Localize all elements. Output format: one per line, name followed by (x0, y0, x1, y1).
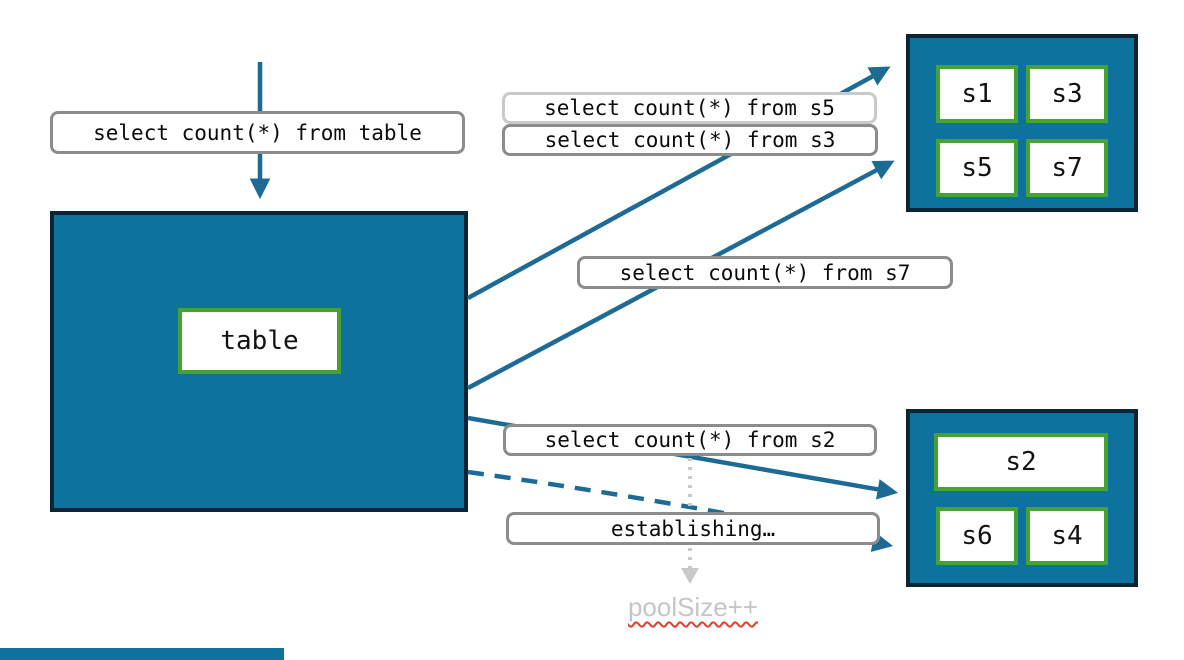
shard-label-s3: s3 (1051, 79, 1083, 109)
shard-label-s7: s7 (1051, 153, 1083, 183)
shard-cell-s3: s3 (1026, 65, 1108, 123)
query-label-from-s5: select count(*) from s5 (502, 92, 877, 124)
shard-label-s4: s4 (1051, 521, 1083, 551)
shard-label-s2: s2 (1005, 447, 1037, 477)
shard-cell-s5: s5 (936, 139, 1018, 197)
dotted-arrowhead (681, 568, 699, 584)
query-text-from-table: select count(*) from table (93, 120, 422, 145)
table-label: table (220, 326, 299, 356)
query-text-from-s2: select count(*) from s2 (544, 428, 836, 452)
pool-size-text: poolSize++ (627, 592, 759, 622)
shard-cell-s4: s4 (1026, 507, 1108, 565)
shard-label-s1: s1 (961, 79, 993, 109)
query-text-from-s7: select count(*) from s7 (619, 260, 911, 285)
slide-accent-bar (0, 648, 284, 660)
query-text-from-s3: select count(*) from s3 (544, 128, 836, 152)
shard-cell-s2: s2 (934, 433, 1108, 491)
query-label-from-table: select count(*) from table (50, 111, 465, 154)
shard-cell-s6: s6 (936, 507, 1018, 565)
query-text-establishing: establishing… (610, 516, 776, 541)
shard-label-s6: s6 (961, 521, 993, 551)
query-label-establishing: establishing… (506, 512, 880, 545)
table-cell: table (178, 308, 341, 374)
query-label-from-s3: select count(*) from s3 (502, 124, 878, 156)
pool-size-note: poolSize++ (598, 592, 788, 623)
query-label-from-s2: select count(*) from s2 (503, 424, 877, 456)
query-text-from-s5: select count(*) from s5 (544, 96, 835, 120)
shard-label-s5: s5 (961, 153, 993, 183)
shard-cell-s7: s7 (1026, 139, 1108, 197)
shard-cell-s1: s1 (936, 65, 1018, 123)
query-label-from-s7: select count(*) from s7 (577, 256, 953, 289)
